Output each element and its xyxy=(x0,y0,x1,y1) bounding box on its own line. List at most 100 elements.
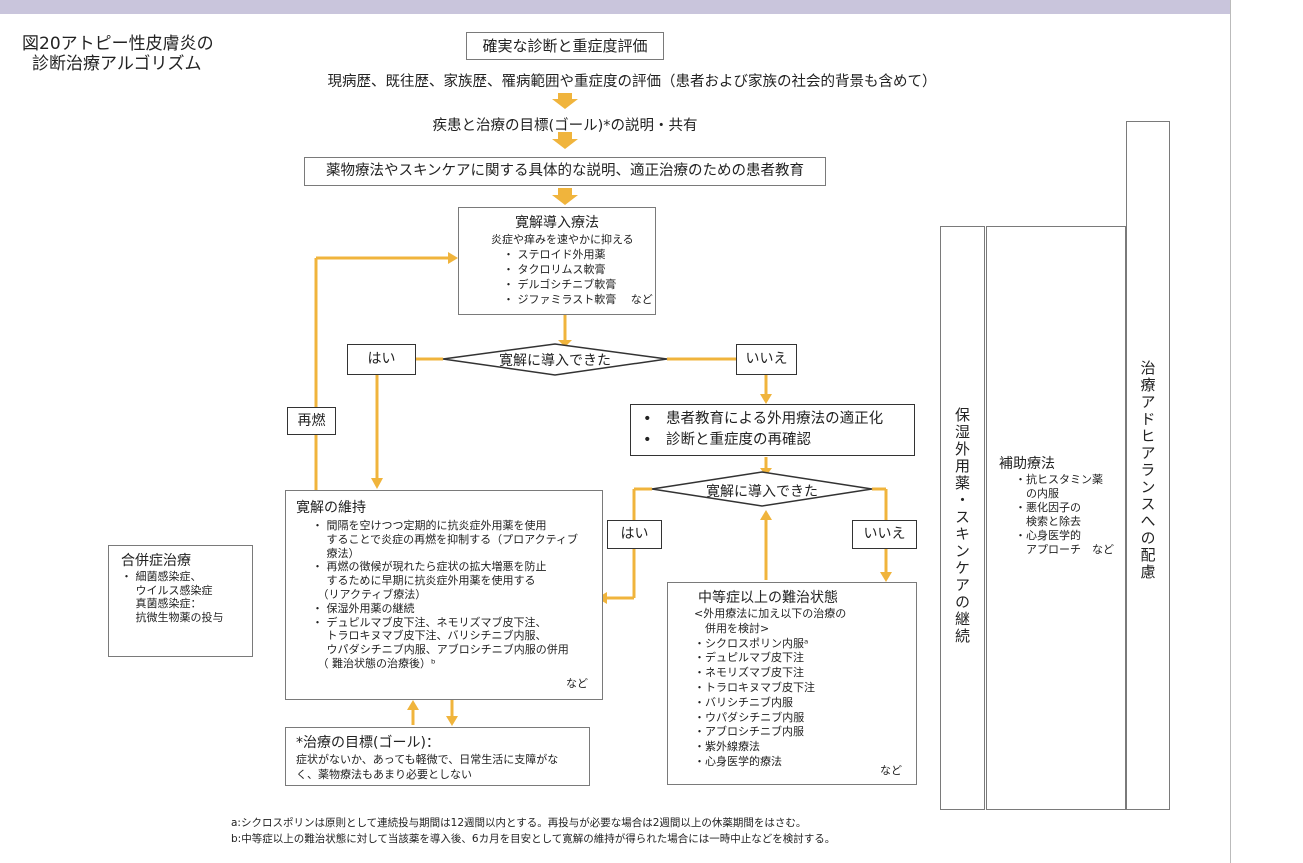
refractory-line: <外用療法に加え以下の治療の xyxy=(694,607,847,620)
head-into-decision1 xyxy=(558,340,572,347)
maintenance-line: ・ 間隔を空けつつ定期的に抗炎症外用薬を使用 xyxy=(312,519,547,532)
refractory-line: ・ネモリズマブ皮下注 xyxy=(694,666,804,680)
refractory-list: <外用療法に加え以下の治療の 併用を検討> ・シクロスポリン内服ᵃ ・デュピルマ… xyxy=(694,607,916,770)
refractory-line: ・紫外線療法 xyxy=(694,740,760,754)
head-maint-down xyxy=(446,716,458,726)
adjunct-column: 補助療法 ・抗ヒスタミン薬 の内服 ・悪化因子の 検索と除去 ・心身医学的 アプ… xyxy=(986,226,1126,810)
header-bar xyxy=(0,0,1230,14)
head-goal-up xyxy=(407,700,419,710)
down-arrows xyxy=(552,93,578,205)
history-text: 現病歴、既往歴、家族歴、罹病範囲や重症度の評価（患者および家族の社会的背景も含め… xyxy=(327,74,937,90)
moisturizer-label: 保湿外用薬・スキンケアの継続 xyxy=(953,407,971,645)
page-edge xyxy=(1230,0,1231,863)
head-yes-to-maint xyxy=(371,478,383,489)
maintenance-etc: など xyxy=(566,677,588,690)
decision2-no-box: いいえ xyxy=(852,520,917,549)
refractory-line: ・アブロシチニブ内服 xyxy=(694,725,804,739)
maintenance-line: ウパダシチニブ内服、アブロシチニブ内服の併用 xyxy=(312,643,569,657)
arrow-down-3 xyxy=(552,188,578,205)
refractory-line: ・心身医学的療法 xyxy=(694,754,782,768)
goal-box: *治療の目標(ゴール)： 症状がないか、あっても軽微で、日常生活に支障がな く、… xyxy=(285,727,590,786)
adherence-column: 治療アドヒアランスへの配慮 xyxy=(1126,121,1170,810)
maintenance-line: するために早期に抗炎症外用薬を使用する xyxy=(312,574,536,588)
complication-list: ・ 細菌感染症、 ウイルス感染症 真菌感染症： 抗微生物薬の投与 xyxy=(121,570,252,624)
induction-title: 寛解導入療法 xyxy=(515,215,599,231)
refractory-line: ・トラロキヌマブ皮下注 xyxy=(694,680,815,694)
decision1-yes-label: はい xyxy=(367,351,396,367)
head-no2-to-refractory xyxy=(880,572,892,582)
maintenance-line: ・ デュピルマブ皮下注、ネモリズマブ皮下注、 xyxy=(312,615,547,629)
adjunct-list: ・抗ヒスタミン薬 の内服 ・悪化因子の 検索と除去 ・心身医学的 アプローチ な… xyxy=(999,473,1125,557)
diagnosis-label: 確実な診断と重症度評価 xyxy=(482,37,648,55)
maintenance-line: ・ 保湿外用薬の継続 xyxy=(312,601,415,615)
education-label: 薬物療法やスキンケアに関する具体的な説明、適正治療のための患者教育 xyxy=(325,163,805,179)
maintenance-line: （ 難治状態の治療後）ᵇ xyxy=(312,656,436,670)
induction-item: ・ ジファミラスト軟膏 など xyxy=(503,293,653,306)
refractory-line: ・デュピルマブ皮下注 xyxy=(694,651,804,665)
decision2-yes-box: はい xyxy=(607,520,662,549)
adherence-label: 治療アドヒアランスへの配慮 xyxy=(1138,360,1157,581)
refractory-line: ・バリシチニブ内服 xyxy=(694,695,793,709)
reassess-item: • 患者教育による外用療法の適正化 xyxy=(643,411,884,427)
relapse-label: 再燃 xyxy=(297,413,326,429)
footnote-b: b:中等症以上の難治状態に対して当該薬を導入後、6カ月を目安として寛解の維持が得… xyxy=(231,833,836,845)
figure-title: 図20アトピー性皮膚炎の 診断治療アルゴリズム xyxy=(22,34,214,74)
induction-subtitle: 炎症や痒みを速やかに抑える xyxy=(491,233,634,246)
maintenance-title: 寛解の維持 xyxy=(296,500,366,516)
head-to-relapse-entry xyxy=(448,252,458,264)
induction-item: ・ デルゴシチニブ軟膏 xyxy=(503,278,617,291)
refractory-etc: など xyxy=(880,764,902,777)
induction-list: ・ ステロイド外用薬 ・ タクロリムス軟膏 ・ デルゴシチニブ軟膏 ・ ジファミ… xyxy=(459,247,655,307)
moisturizer-column: 保湿外用薬・スキンケアの継続 xyxy=(940,226,985,810)
adjunct-line: ・心身医学的 xyxy=(1015,529,1081,542)
adjunct-line: の内服 xyxy=(1015,487,1059,500)
head-no-to-reassess xyxy=(760,394,772,404)
goal-share-text: 疾患と治療の目標(ゴール)*の説明・共有 xyxy=(432,118,698,134)
complication-title: 合併症治療 xyxy=(121,553,191,569)
figure-title-line2: 診断治療アルゴリズム xyxy=(32,54,202,74)
refractory-line: 併用を検討> xyxy=(694,621,770,635)
diagnosis-box: 確実な診断と重症度評価 xyxy=(466,32,664,60)
refractory-title: 中等症以上の難治状態 xyxy=(698,590,838,606)
footnote-a: a:シクロスポリンは原則として連続投与期間は12週間以内とする。再投与が必要な場… xyxy=(231,817,807,829)
relapse-box: 再燃 xyxy=(287,407,336,435)
reassess-box: • 患者教育による外用療法の適正化 • 診断と重症度の再確認 xyxy=(630,404,915,456)
adjunct-title: 補助療法 xyxy=(999,456,1055,472)
adjunct-line: ・抗ヒスタミン薬 xyxy=(1015,473,1103,486)
refractory-line: ・シクロスポリン内服ᵃ xyxy=(694,636,809,650)
complication-line: ・ 細菌感染症、 xyxy=(121,570,202,583)
complication-box: 合併症治療 ・ 細菌感染症、 ウイルス感染症 真菌感染症： 抗微生物薬の投与 xyxy=(108,545,253,657)
decision1-no-label: いいえ xyxy=(745,351,788,367)
decision2-label: 寛解に導入できた xyxy=(706,484,818,500)
reassess-item: • 診断と重症度の再確認 xyxy=(643,432,812,448)
goal-title: *治療の目標(ゴール)： xyxy=(296,735,440,751)
induction-box: 寛解導入療法 炎症や痒みを速やかに抑える ・ ステロイド外用薬 ・ タクロリムス… xyxy=(458,207,656,315)
maintenance-line: トラロキヌマブ皮下注、バリシチニブ内服、 xyxy=(312,629,547,643)
decision1-no-box: いいえ xyxy=(736,344,797,375)
complication-line: ウイルス感染症 xyxy=(121,583,213,597)
adjunct-line: ・悪化因子の xyxy=(1015,501,1081,514)
goal-line: 症状がないか、あっても軽微で、日常生活に支障がな xyxy=(296,753,559,766)
complication-line: 抗微生物薬の投与 xyxy=(121,610,224,624)
head-refractory-up xyxy=(760,510,772,520)
education-box: 薬物療法やスキンケアに関する具体的な説明、適正治療のための患者教育 xyxy=(304,157,826,186)
decision1-label: 寛解に導入できた xyxy=(499,353,611,369)
maintenance-line: ・ 再燃の徴候が現れたら症状の拡大増悪を防止 xyxy=(312,560,547,574)
goal-line: く、薬物療法もあまり必要としない xyxy=(296,768,472,781)
footnotes: a:シクロスポリンは原則として連続投与期間は12週間以内とする。再投与が必要な場… xyxy=(231,815,835,847)
induction-item: ・ タクロリムス軟膏 xyxy=(503,263,606,276)
figure-title-line1: 図20アトピー性皮膚炎の xyxy=(22,34,214,54)
refractory-box: 中等症以上の難治状態 <外用療法に加え以下の治療の 併用を検討> ・シクロスポリ… xyxy=(667,582,917,785)
arrow-down-1 xyxy=(552,93,578,109)
head-into-decision2 xyxy=(760,468,772,476)
decision1-yes-box: はい xyxy=(347,344,416,375)
maintenance-list: ・ 間隔を空けつつ定期的に抗炎症外用薬を使用 することで炎症の再燃を抑制する（プ… xyxy=(286,519,602,671)
maintenance-box: 寛解の維持 ・ 間隔を空けつつ定期的に抗炎症外用薬を使用 することで炎症の再燃を… xyxy=(285,490,603,700)
decision2-yes-label: はい xyxy=(620,526,649,542)
induction-item: ・ ステロイド外用薬 xyxy=(503,248,606,261)
adjunct-line: アプローチ など xyxy=(1015,543,1114,556)
maintenance-line: （リアクティブ療法） xyxy=(312,587,427,601)
maintenance-line: 療法） xyxy=(312,546,360,560)
complication-line: 真菌感染症： xyxy=(121,597,202,610)
decision2-no-label: いいえ xyxy=(863,526,906,542)
